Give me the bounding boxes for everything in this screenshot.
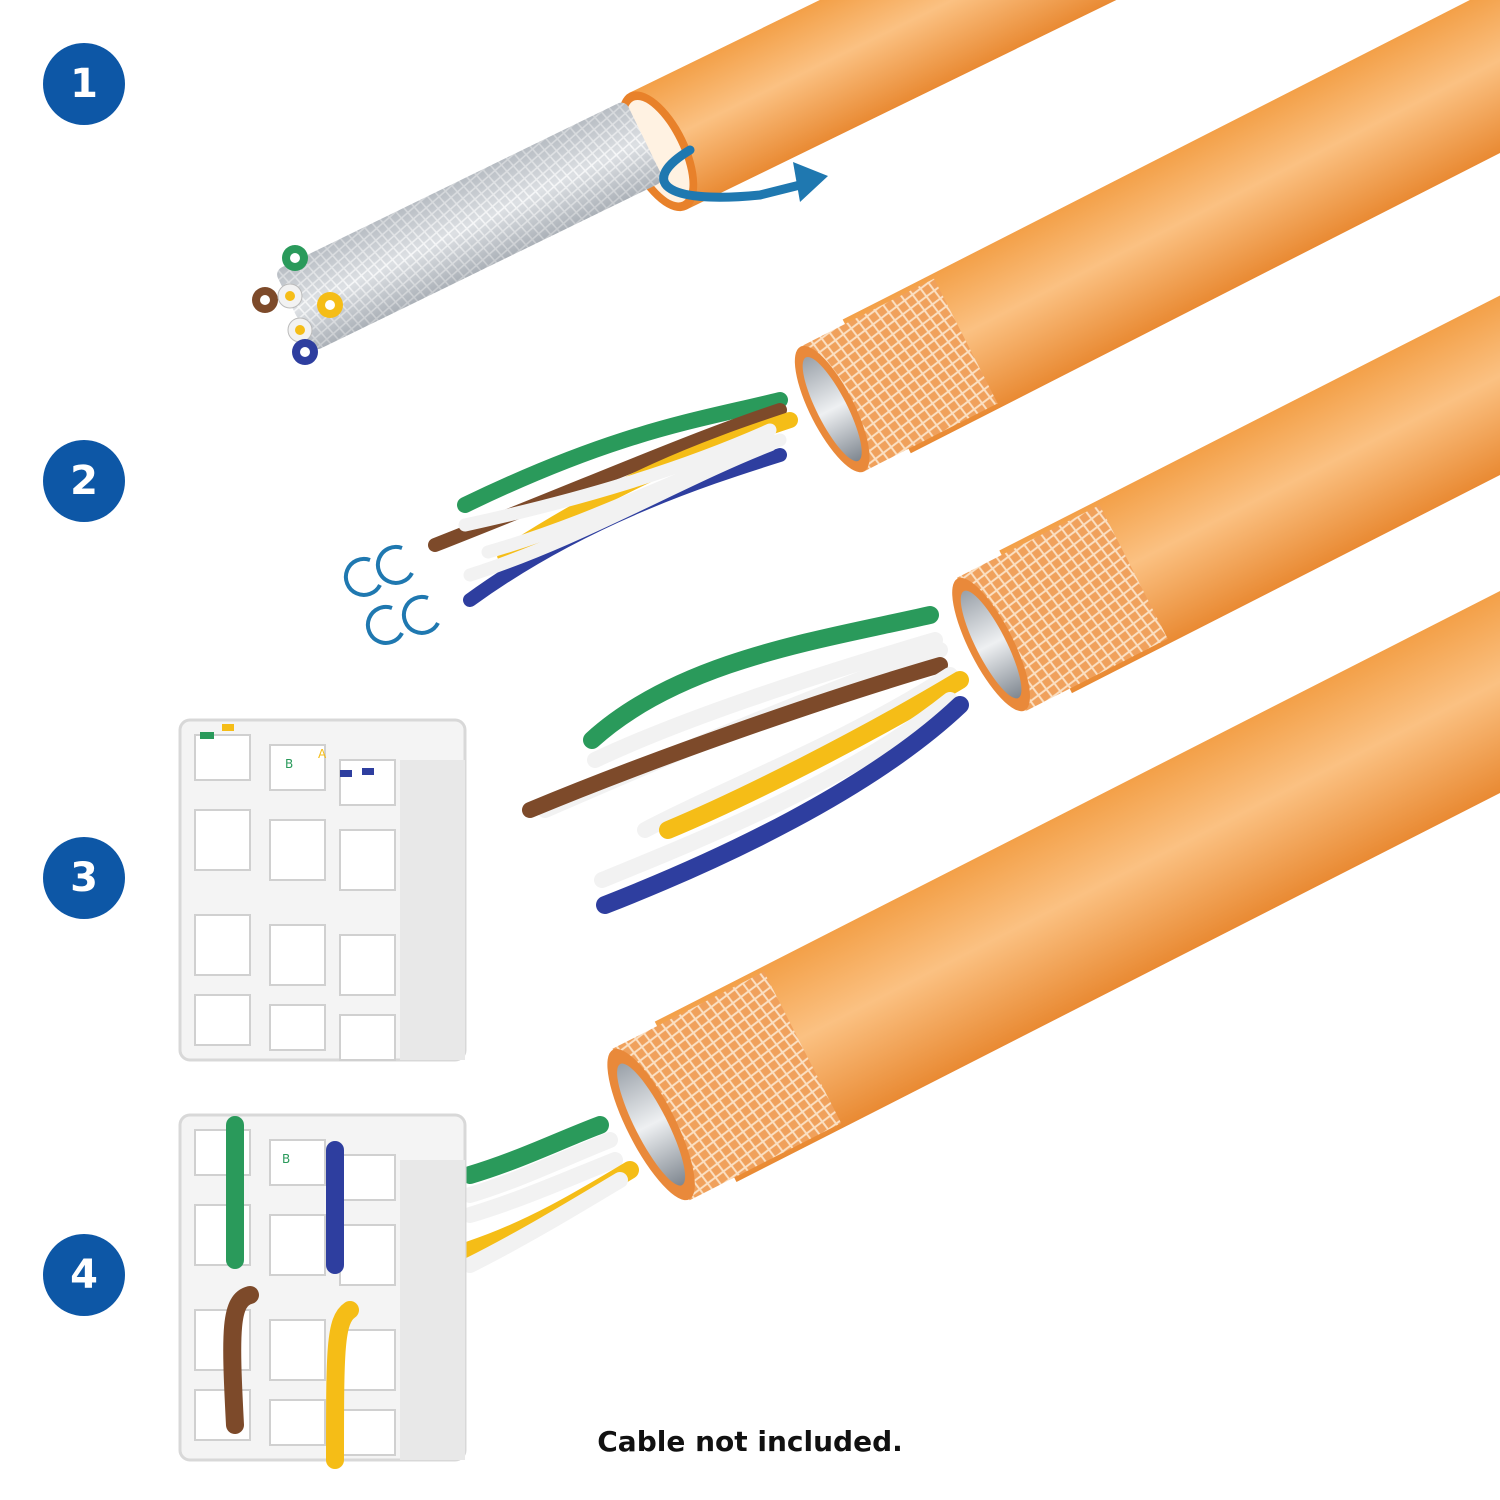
caption: Cable not included. — [597, 1425, 903, 1458]
step-badge-1: 1 — [43, 43, 125, 125]
step-badge-2: 2 — [43, 440, 125, 522]
step1-cable — [252, 0, 1500, 365]
step-badge-3: 3 — [43, 837, 125, 919]
step1-wire-ends — [252, 245, 343, 365]
twist-arrows-icon — [343, 544, 440, 645]
step3-separated-wires — [522, 606, 969, 914]
step2-twisted-pairs — [428, 392, 798, 607]
step4-keystone-module: B — [178, 1113, 467, 1469]
keystone-label-b: B — [282, 1152, 290, 1166]
keystone-label-b: B — [285, 757, 293, 771]
keystone-label-a: A — [318, 747, 327, 761]
step3-cable — [522, 205, 1500, 914]
rotate-arrow-head-icon — [793, 162, 828, 202]
step2-cable — [343, 0, 1500, 645]
rotate-arrow-icon — [659, 145, 805, 202]
step4-cable — [461, 567, 1500, 1273]
step3-keystone-module: B A — [178, 718, 467, 1062]
step-badge-4: 4 — [43, 1234, 125, 1316]
step4-wires-to-keystone — [461, 1116, 639, 1273]
